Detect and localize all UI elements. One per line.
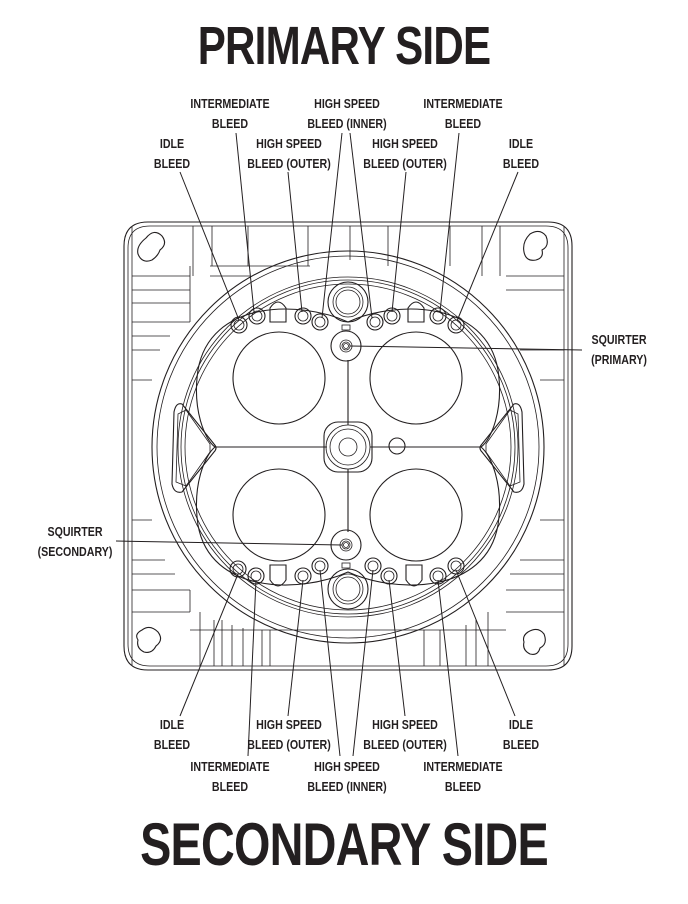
label-line: BLEED	[153, 156, 191, 171]
label-line: HIGH SPEED	[256, 717, 322, 732]
label-line: SQUIRTER	[47, 524, 103, 539]
bleed-ports-secondary	[229, 557, 465, 587]
label-primary-idle-bleed-right: IDLE BLEED	[503, 134, 539, 174]
barrel-cluster	[195, 308, 501, 586]
mounting-hole-top-right	[523, 230, 548, 261]
label-line: IDLE	[159, 136, 185, 151]
label-secondary-high-speed-bleed-outer-right: HIGH SPEED BLEED (OUTER)	[363, 715, 447, 755]
secondary-boss	[327, 529, 369, 610]
label-line: BLEED (OUTER)	[363, 737, 447, 752]
mounting-hole-top-left	[137, 231, 166, 262]
label-line: IDLE	[159, 717, 185, 732]
label-secondary-high-speed-bleed-inner: HIGH SPEED BLEED (INNER)	[307, 757, 386, 797]
label-line: INTERMEDIATE	[423, 759, 503, 774]
leader-lines-primary	[179, 132, 583, 351]
mounting-hole-bottom-left	[136, 626, 162, 653]
label-line: INTERMEDIATE	[423, 96, 503, 111]
barrel-secondary-left	[232, 468, 326, 562]
barrel-primary-left	[232, 331, 326, 425]
label-primary-high-speed-bleed-outer-right: HIGH SPEED BLEED (OUTER)	[363, 134, 447, 174]
barrel-secondary-right	[369, 468, 463, 562]
label-line: (SECONDARY)	[37, 544, 113, 559]
label-line: BLEED	[502, 737, 540, 752]
main-flange	[151, 250, 545, 644]
label-line: (PRIMARY)	[591, 352, 647, 367]
label-line: BLEED	[211, 116, 249, 131]
side-slot-right	[479, 403, 525, 493]
label-line: BLEED	[444, 116, 482, 131]
label-secondary-idle-bleed-left: IDLE BLEED	[154, 715, 190, 755]
label-primary-intermediate-bleed-right: INTERMEDIATE BLEED	[423, 94, 502, 134]
label-line: HIGH SPEED	[372, 136, 438, 151]
label-line: BLEED	[153, 737, 191, 752]
label-primary-high-speed-bleed-inner: HIGH SPEED BLEED (INNER)	[307, 94, 386, 134]
body-structure	[132, 226, 564, 666]
label-line: IDLE	[508, 136, 534, 151]
mounting-holes	[136, 230, 548, 655]
label-primary-intermediate-bleed-left: INTERMEDIATE BLEED	[190, 94, 269, 134]
label-line: BLEED (OUTER)	[247, 156, 331, 171]
primary-boss	[327, 281, 369, 362]
label-line: INTERMEDIATE	[190, 759, 270, 774]
label-line: HIGH SPEED	[314, 96, 380, 111]
label-line: BLEED (INNER)	[307, 779, 387, 794]
secondary-side-title: SECONDARY SIDE	[140, 811, 549, 878]
label-primary-high-speed-bleed-outer-left: HIGH SPEED BLEED (OUTER)	[247, 134, 331, 174]
primary-side-title: PRIMARY SIDE	[197, 16, 491, 76]
leader-lines-secondary	[115, 540, 516, 757]
label-secondary-intermediate-bleed-left: INTERMEDIATE BLEED	[190, 757, 269, 797]
label-secondary-intermediate-bleed-right: INTERMEDIATE BLEED	[423, 757, 502, 797]
label-line: SQUIRTER	[591, 332, 647, 347]
label-line: HIGH SPEED	[314, 759, 380, 774]
label-line: IDLE	[508, 717, 534, 732]
label-line: BLEED	[502, 156, 540, 171]
label-line: BLEED	[444, 779, 482, 794]
label-line: HIGH SPEED	[372, 717, 438, 732]
bleed-ports-primary	[230, 301, 465, 334]
label-line: INTERMEDIATE	[190, 96, 270, 111]
label-secondary-high-speed-bleed-outer-left: HIGH SPEED BLEED (OUTER)	[247, 715, 331, 755]
label-line: HIGH SPEED	[256, 136, 322, 151]
label-squirter-primary: SQUIRTER (PRIMARY)	[591, 330, 647, 370]
center-boss	[323, 421, 406, 473]
label-line: BLEED (OUTER)	[247, 737, 331, 752]
label-squirter-secondary: SQUIRTER (SECONDARY)	[38, 522, 113, 562]
barrel-primary-right	[369, 331, 463, 425]
label-secondary-idle-bleed-right: IDLE BLEED	[503, 715, 539, 755]
side-slot-left	[171, 403, 217, 493]
label-line: BLEED	[211, 779, 249, 794]
label-line: BLEED (INNER)	[307, 116, 387, 131]
label-primary-idle-bleed-left: IDLE BLEED	[154, 134, 190, 174]
mounting-hole-bottom-right	[522, 628, 546, 655]
vent-hole	[388, 437, 406, 455]
base-plate	[123, 221, 573, 671]
label-line: BLEED (OUTER)	[363, 156, 447, 171]
